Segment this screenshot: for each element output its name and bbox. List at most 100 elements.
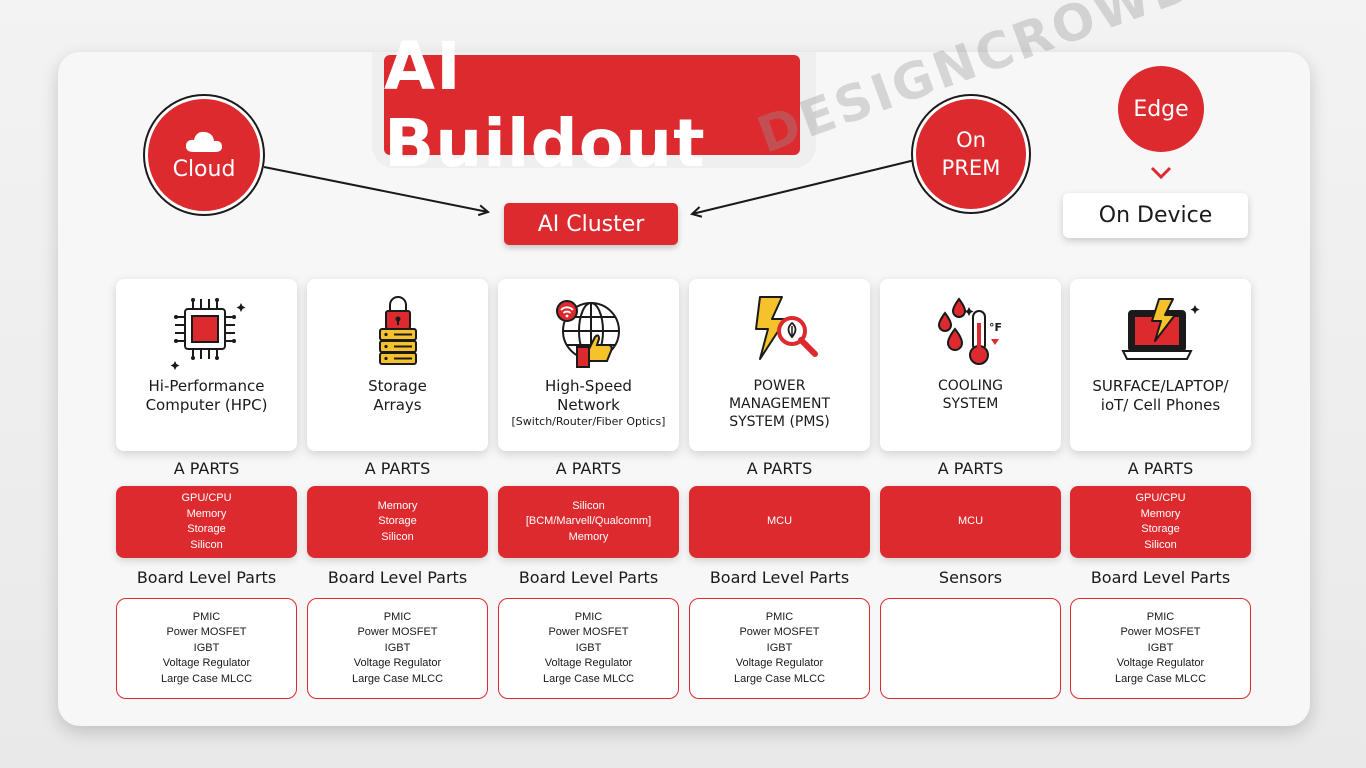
storage-lock-icon <box>378 296 417 365</box>
category-label-line: SYSTEM (PMS) <box>729 414 830 430</box>
board-part-item: Large Case MLCC <box>733 672 826 685</box>
a-part-item: Memory <box>1140 507 1181 520</box>
a-part-item: Memory <box>568 530 609 543</box>
a-part-item: Memory <box>377 499 418 512</box>
category-sublabel: [Switch/Router/Fiber Optics] <box>511 415 666 428</box>
a-part-item: Silicon <box>1144 538 1177 551</box>
chip-icon <box>170 298 245 370</box>
category-label-line: Computer (HPC) <box>145 396 268 414</box>
board-part-item: IGBT <box>575 641 602 654</box>
a-part-item: Silicon <box>572 499 605 512</box>
a-part-item: Storage <box>187 523 226 535</box>
board-part-item: Large Case MLCC <box>351 672 444 685</box>
board-part-item: PMIC <box>574 610 603 623</box>
board-parts-label: Sensors <box>938 568 1003 587</box>
category-label: POWER MANAGEMENT SYSTEM (PMS) <box>723 377 836 431</box>
a-part-item: MCU <box>957 515 984 528</box>
board-parts-label: Board Level Parts <box>327 568 468 587</box>
board-part-item: Voltage Regulator <box>735 657 824 670</box>
chevron-down-icon <box>1150 166 1172 180</box>
cloud-node: Cloud <box>145 96 263 214</box>
category-column-5: °F COOLING SYSTEM A PARTS MCU Sensors <box>880 279 1061 699</box>
a-part-item: Storage <box>1141 523 1180 535</box>
category-label-line: MANAGEMENT <box>728 396 831 412</box>
board-part-item: Power MOSFET <box>357 626 438 639</box>
category-label-line: SURFACE/LAPTOP/ <box>1092 377 1229 395</box>
cloud-icon <box>185 131 222 152</box>
a-part-item: Silicon <box>381 530 414 543</box>
board-part-item: IGBT <box>1147 641 1174 654</box>
ai-cluster-box: AI Cluster <box>504 203 678 245</box>
category-label: SURFACE/LAPTOP/ioT/ Cell Phones <box>1086 377 1234 415</box>
a-parts-label: A PARTS <box>173 459 240 478</box>
board-parts-label: Board Level Parts <box>136 568 277 587</box>
a-part-item: Silicon <box>190 538 223 551</box>
board-part-item: Voltage Regulator <box>162 657 251 670</box>
category-label-line: SYSTEM <box>942 396 999 412</box>
a-parts-label: A PARTS <box>746 459 813 478</box>
board-part-item: Power MOSFET <box>1120 626 1201 639</box>
svg-text:°F: °F <box>989 321 1002 334</box>
page-title: AI Buildout <box>384 28 800 182</box>
thermometer-drops-icon: °F <box>937 297 1002 365</box>
laptop-lightning-icon <box>1120 298 1199 360</box>
prem-label-line1: On <box>956 128 986 152</box>
board-part-item: IGBT <box>766 641 793 654</box>
globe-network-icon <box>555 300 620 368</box>
prem-label-line2: PREM <box>941 156 1001 180</box>
board-parts-label: Board Level Parts <box>709 568 850 587</box>
board-part-item: Voltage Regulator <box>353 657 442 670</box>
board-part-item: PMIC <box>765 610 794 623</box>
category-label-line: Hi-Performance <box>148 377 265 395</box>
a-part-item: Storage <box>378 515 417 528</box>
category-column-6: SURFACE/LAPTOP/ioT/ Cell Phones A PARTS … <box>1070 279 1251 699</box>
a-part-item: Memory <box>186 507 227 520</box>
board-part-item: Voltage Regulator <box>1116 657 1205 670</box>
board-parts-box <box>880 598 1061 699</box>
a-part-item: MCU <box>766 515 793 528</box>
a-parts-box: MCU <box>880 486 1061 558</box>
board-parts-label: Board Level Parts <box>518 568 659 587</box>
a-parts-label: A PARTS <box>937 459 1004 478</box>
lightning-search-icon <box>754 296 818 360</box>
a-parts-box: MCU <box>689 486 870 558</box>
on-device-box: On Device <box>1063 193 1248 238</box>
edge-label: Edge <box>1133 96 1189 122</box>
board-part-item: PMIC <box>383 610 412 623</box>
category-label-line: High-Speed <box>545 377 632 395</box>
board-part-item: Power MOSFET <box>166 626 247 639</box>
board-part-item: PMIC <box>192 610 221 623</box>
board-part-item: Large Case MLCC <box>542 672 635 685</box>
category-label-line: COOLING <box>937 378 1004 394</box>
a-parts-label: A PARTS <box>364 459 431 478</box>
on-prem-node: On PREM <box>913 96 1029 212</box>
a-parts-box: Silicon [BCM/Marvell/Qualcomm] Memory <box>498 486 679 558</box>
category-card: °F COOLING SYSTEM <box>880 279 1061 451</box>
category-card: POWER MANAGEMENT SYSTEM (PMS) <box>689 279 870 451</box>
category-label-line: ioT/ Cell Phones <box>1100 396 1221 414</box>
board-part-item: IGBT <box>193 641 220 654</box>
category-label-line: Storage <box>368 377 427 395</box>
board-part-item: Power MOSFET <box>548 626 629 639</box>
a-part-item: [BCM/Marvell/Qualcomm] <box>525 515 652 528</box>
category-label-line: POWER <box>753 378 806 394</box>
board-part-item: Large Case MLCC <box>1114 672 1207 685</box>
board-part-item: IGBT <box>384 641 411 654</box>
